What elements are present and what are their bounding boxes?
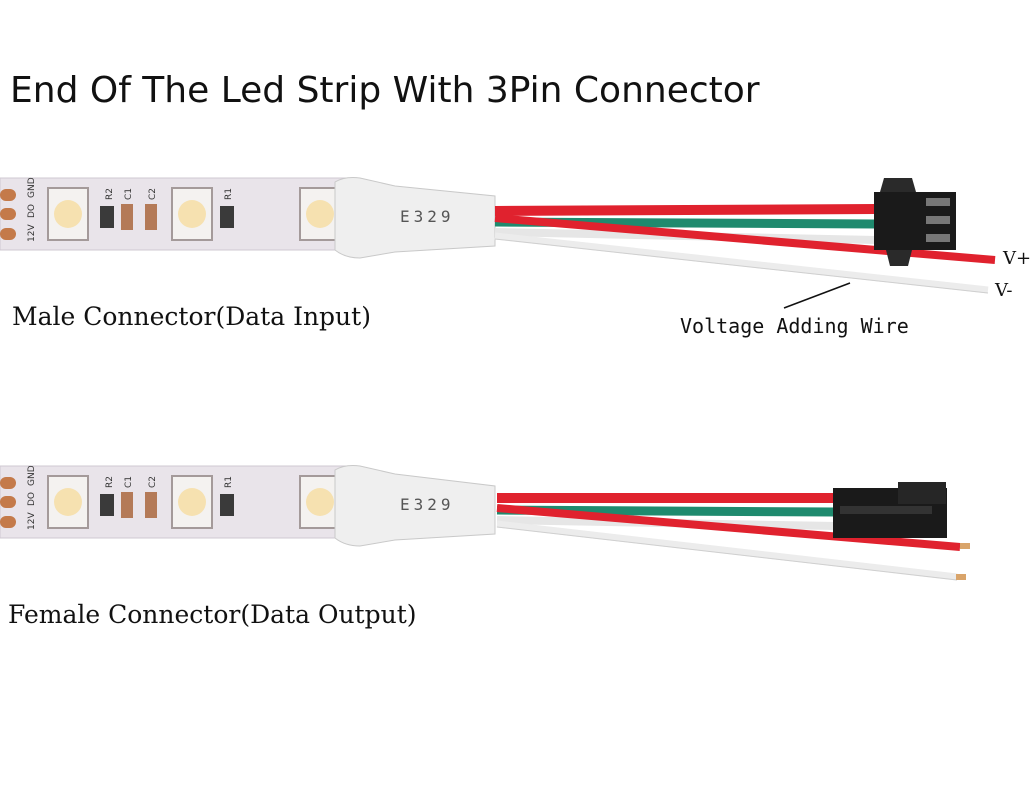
female-wire-tip	[960, 543, 970, 549]
male-sleeve	[334, 177, 496, 259]
male-pad-label: DO	[27, 204, 37, 218]
female-red-wire-extra	[496, 504, 961, 551]
male-resistor	[100, 206, 114, 228]
female-pad	[0, 477, 16, 489]
female-component-label: R2	[105, 476, 115, 488]
female-pad	[0, 496, 16, 508]
female-component-label: R1	[224, 476, 234, 488]
female-resistor	[100, 494, 114, 516]
male-connector-label: Male Connector(Data Input)	[12, 302, 371, 331]
male-connector-pin	[926, 198, 950, 206]
male-led-lens	[306, 200, 334, 228]
female-connector-label: Female Connector(Data Output)	[8, 600, 417, 629]
female-strip-assembly: GND DO 12V R2 C1 C2 R1 E329	[0, 465, 970, 581]
male-strip-assembly: GND DO 12V R2 C1 C2 R1 E329	[0, 177, 996, 309]
male-capacitor	[121, 204, 133, 230]
female-component-label: C2	[148, 476, 158, 488]
male-capacitor	[145, 204, 157, 230]
page-title: End Of The Led Strip With 3Pin Connector	[10, 70, 760, 111]
female-capacitor	[121, 492, 133, 518]
male-led-lens	[178, 200, 206, 228]
male-component-label: R2	[105, 188, 115, 200]
female-led-lens	[54, 488, 82, 516]
female-led-lens	[178, 488, 206, 516]
male-connector-pin	[926, 234, 950, 242]
male-white-wire-vminus	[494, 232, 989, 294]
voltage-adding-wire-label: Voltage Adding Wire	[680, 314, 909, 338]
male-red-wire-vplus	[494, 214, 996, 264]
vminus-label: V-	[995, 280, 1013, 301]
male-connector-pin	[926, 216, 950, 224]
female-capacitor	[145, 492, 157, 518]
male-connector-latch	[880, 178, 916, 192]
female-wire-tip	[956, 574, 966, 580]
male-pad-label: GND	[27, 177, 37, 198]
annotation-leader-line	[783, 282, 851, 309]
female-pad	[0, 516, 16, 528]
female-component-label: C1	[124, 476, 134, 488]
vplus-label: V+	[1003, 248, 1030, 269]
male-sleeve-text: E329	[400, 207, 455, 226]
male-component-label: C2	[148, 188, 158, 200]
male-white-wire-vminus-edge	[494, 238, 989, 294]
female-sleeve	[334, 465, 496, 547]
female-connector-housing	[898, 482, 946, 504]
male-connector-latch-bottom	[886, 250, 912, 266]
female-pad-label: GND	[27, 465, 37, 486]
male-pad	[0, 189, 16, 201]
male-resistor	[220, 206, 234, 228]
male-component-label: R1	[224, 188, 234, 200]
male-led-lens	[54, 200, 82, 228]
male-pad	[0, 208, 16, 220]
female-connector-slot	[840, 506, 932, 514]
male-red-wire-top	[494, 204, 877, 216]
male-pad	[0, 228, 16, 240]
female-pad-label: DO	[27, 492, 37, 506]
female-white-wire-extra-edge	[496, 526, 958, 581]
female-sleeve-text: E329	[400, 495, 455, 514]
female-pad-label: 12V	[27, 512, 37, 530]
female-resistor	[220, 494, 234, 516]
female-white-wire-extra	[496, 520, 958, 581]
male-pad-label: 12V	[27, 224, 37, 242]
female-led-lens	[306, 488, 334, 516]
male-component-label: C1	[124, 188, 134, 200]
